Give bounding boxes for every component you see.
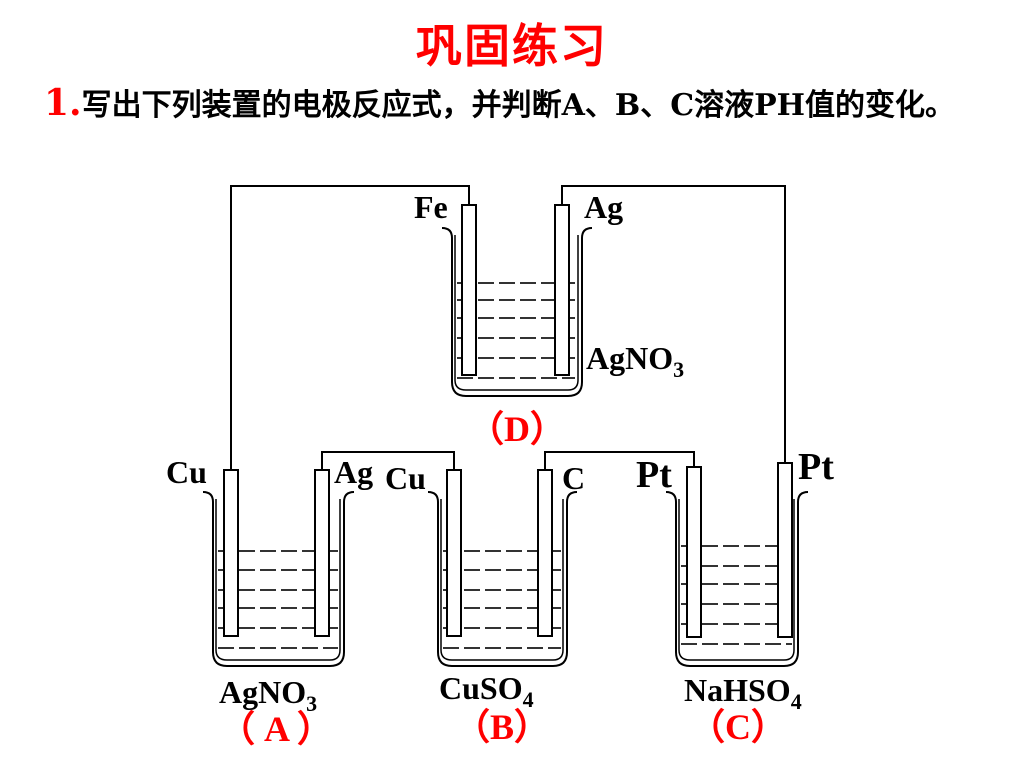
- solution-label-b: CuSO4: [439, 670, 534, 712]
- cell-label-c: （C）: [689, 707, 787, 747]
- question-number: 1.: [44, 82, 82, 124]
- electrode-label-c: C: [562, 460, 585, 496]
- solution-label-d: AgNO3: [586, 340, 684, 382]
- beaker-d: [441, 204, 593, 397]
- cell-label-a: （ A ）: [219, 709, 333, 749]
- cell-label-b: （B）: [454, 707, 550, 747]
- cell-label-d: （D）: [468, 409, 566, 449]
- beaker-b: [427, 469, 578, 667]
- slide-title: 巩固练习: [416, 19, 608, 73]
- electrode-label-cu-a: Cu: [166, 454, 207, 490]
- wire-ag-to-cu: [321, 451, 455, 470]
- electrode-label-pt-right: Pt: [798, 446, 834, 488]
- question-body: 写出下列装置的电极反应式，并判断A、B、C溶液PH值的变化。: [81, 88, 956, 123]
- wire-fe-to-cu: [230, 185, 470, 475]
- wire-c-to-pt: [544, 451, 695, 470]
- solution-label-a: AgNO3: [219, 674, 317, 716]
- beaker-a: [202, 469, 355, 667]
- electrode-label-ag-a: Ag: [334, 454, 373, 490]
- electrode-label-pt-left: Pt: [636, 454, 672, 496]
- wire-ag-to-pt: [561, 185, 786, 463]
- electrode-label-fe: Fe: [414, 189, 448, 225]
- electrode-label-cu-b: Cu: [385, 460, 426, 496]
- question-text: 1.写出下列装置的电极反应式，并判断A、B、C溶液PH值的变化。: [44, 80, 984, 129]
- electrode-label-ag-d: Ag: [584, 189, 623, 225]
- solution-label-c: NaHSO4: [684, 672, 802, 714]
- beaker-c: [665, 462, 809, 667]
